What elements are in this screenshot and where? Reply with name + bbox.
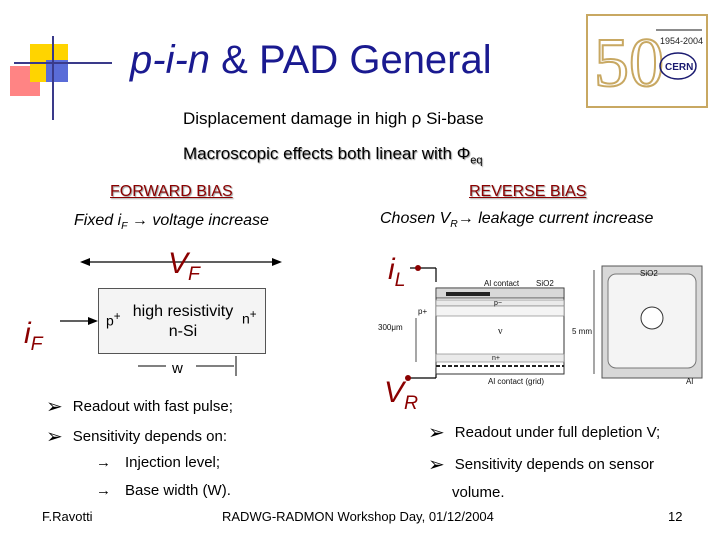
p-plus-main: p: [106, 312, 114, 329]
width-label: w: [172, 360, 183, 377]
vr-sub: R: [404, 392, 419, 414]
arrowhead-bullet-icon: ➢: [46, 396, 63, 418]
p-plus-label: p+: [106, 310, 121, 329]
footer-event: RADWG-RADMON Workshop Day, 01/12/2004: [222, 509, 494, 524]
forward-desc: Fixed iF → voltage increase: [74, 212, 269, 232]
forward-subitem-2-text: Base width (W).: [125, 482, 231, 499]
pad-size: 5 mm: [572, 327, 592, 336]
pad-al-contact-grid: Al contact (grid): [488, 377, 544, 386]
title-italic: p-i-n: [130, 38, 211, 82]
forward-desc-a: Fixed i: [74, 212, 122, 229]
logo-number: 50: [594, 25, 664, 102]
forward-subitem-1: → Injection level;: [96, 454, 220, 471]
forward-subitem-2: → Base width (W).: [96, 482, 231, 499]
reverse-desc-sub: R: [450, 219, 458, 231]
pad-al-side: Al: [686, 377, 693, 386]
vf-sub: F: [188, 263, 200, 285]
forward-bullet-2: ➢ Sensitivity depends on:: [46, 424, 227, 449]
slide-title: p-i-n & PAD General: [130, 38, 492, 83]
reverse-bullet-2-cont: volume.: [452, 484, 505, 501]
forward-bias-heading: FORWARD BIAS: [110, 183, 233, 200]
pin-diode-box: [98, 288, 266, 354]
pad-diagram: Al contact SiO2 p− p+ ν n+ 300μm Al cont…: [378, 265, 703, 386]
vf-main: V: [168, 247, 189, 280]
forward-subitem-1-text: Injection level;: [125, 454, 221, 471]
reverse-desc-b: → leakage current increase: [457, 210, 654, 227]
title-rest: & PAD General: [210, 38, 492, 82]
decor-vertical-line: [52, 36, 54, 120]
decor-horizontal-line: [14, 62, 112, 64]
logo-years: 1954-2004: [660, 36, 703, 46]
reverse-bullet-2: ➢ Sensitivity depends on sensor: [428, 452, 654, 477]
reverse-bullet-1-text: Readout under full depletion V;: [454, 424, 661, 441]
reverse-desc: Chosen VR→ leakage current increase: [380, 210, 653, 230]
n-plus-main: n: [242, 310, 250, 327]
reverse-bullet-1: ➢ Readout under full depletion V;: [428, 420, 660, 445]
subtitle-macroscopic-text: Macroscopic effects both linear with Φ: [183, 144, 471, 163]
arrowhead-bullet-icon: ➢: [46, 426, 63, 448]
region-line-2: n-Si: [168, 323, 198, 340]
n-plus-sup: +: [249, 308, 257, 321]
n-plus-label: n+: [242, 308, 257, 327]
forward-bullet-1: ➢ Readout with fast pulse;: [46, 394, 233, 419]
logo-name: CERN: [665, 62, 693, 73]
footer-author: F.Ravotti: [42, 509, 93, 524]
vr-main: V: [384, 376, 405, 409]
footer-page-number: 12: [668, 509, 683, 524]
arrowhead-bullet-icon: ➢: [428, 422, 445, 444]
forward-desc-b: → voltage increase: [127, 212, 269, 229]
arrow-right-icon: →: [96, 482, 111, 499]
leakage-current-label: iL: [388, 253, 406, 292]
forward-voltage-label: VF: [168, 247, 200, 286]
arrowhead-bullet-icon: ➢: [428, 454, 445, 476]
cern-50-logo: 50 1954-2004 CERN: [586, 14, 708, 108]
reverse-bullet-2-text: Sensitivity depends on sensor: [454, 456, 655, 473]
reverse-voltage-label: VR: [384, 376, 418, 415]
forward-bullet-1-text: Readout with fast pulse;: [72, 398, 233, 415]
high-resistivity-label: high resistivity n-Si: [128, 302, 238, 342]
forward-desc-sub: F: [121, 221, 128, 233]
pad-p-minus: p−: [494, 300, 502, 307]
if-sub: F: [30, 333, 43, 355]
pad-sio2-side: SiO2: [640, 269, 658, 278]
il-main: i: [388, 253, 395, 286]
arrow-right-icon: →: [96, 454, 111, 471]
subtitle-macroscopic: Macroscopic effects both linear with Φeq: [183, 144, 483, 166]
pad-nu: ν: [498, 326, 503, 337]
pad-p-plus: p+: [418, 307, 427, 316]
pad-al-contact-top: Al contact: [484, 279, 520, 288]
subtitle-macroscopic-sub: eq: [470, 154, 483, 167]
decor-square-blue: [46, 60, 68, 82]
reverse-bias-heading: REVERSE BIAS: [469, 183, 587, 200]
p-plus-sup: +: [113, 310, 121, 323]
pad-sio2-top: SiO2: [536, 279, 554, 288]
il-sub: L: [394, 269, 406, 291]
region-line-1: high resistivity: [132, 303, 234, 320]
reverse-desc-a: Chosen V: [380, 210, 451, 227]
pad-n-plus: n+: [492, 355, 500, 362]
pad-thickness: 300μm: [378, 323, 403, 332]
forward-bullet-2-text: Sensitivity depends on:: [72, 428, 228, 445]
subtitle-displacement: Displacement damage in high ρ Si-base: [183, 109, 484, 128]
if-main: i: [24, 317, 31, 350]
forward-current-label: iF: [24, 317, 43, 356]
